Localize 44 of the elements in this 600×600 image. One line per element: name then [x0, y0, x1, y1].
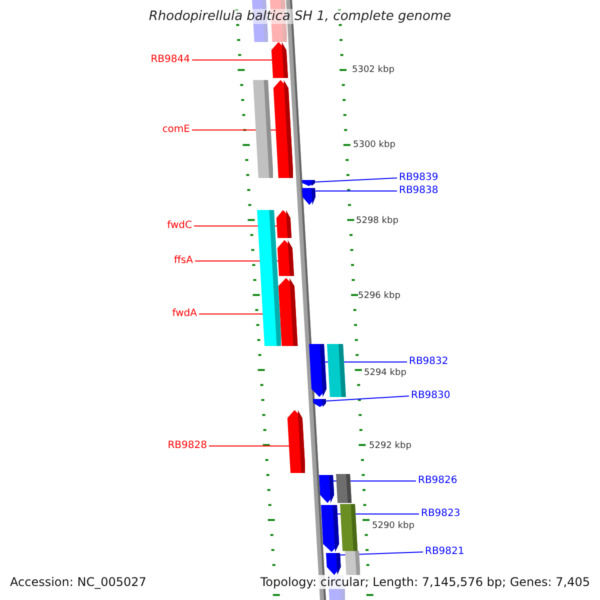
gene-feature — [326, 553, 342, 575]
gene-label: ffsA — [174, 255, 193, 267]
gene-block — [253, 80, 274, 178]
gene-feature — [313, 399, 326, 407]
gene-feature — [276, 210, 292, 238]
footer-text: Topology: circular; Length: 7,145,576 bp; Genes: 7,405 — [260, 575, 590, 589]
leader-line — [314, 190, 398, 192]
gene-feature — [287, 410, 306, 473]
gene-feature — [309, 344, 327, 397]
scale-label: 5302 kbp — [352, 65, 394, 76]
gene-label: RB9844 — [150, 54, 190, 66]
leader-line — [326, 396, 410, 402]
gene-label: RB9826 — [418, 475, 458, 487]
scale-label: 5296 kbp — [358, 291, 400, 302]
gene-feature — [319, 475, 335, 503]
scale-label: 5294 kbp — [364, 368, 406, 379]
gene-label: fwdC — [167, 220, 192, 232]
gene-label: RB9821 — [425, 546, 464, 558]
gene-label: fwdA — [172, 308, 197, 320]
gene-label: comE — [162, 124, 190, 136]
title: Rhodopirellula baltica SH 1, complete genome — [148, 9, 452, 24]
leader-line — [314, 178, 398, 182]
gene-feature — [302, 188, 316, 205]
gene-block — [336, 474, 352, 503]
leader-line — [340, 552, 424, 556]
gene-feature — [271, 42, 288, 78]
gene-label: RB9838 — [399, 185, 438, 197]
footer-text: Accession: NC_005027 — [10, 575, 146, 589]
gene-block — [327, 344, 346, 397]
scale-label: 5298 kbp — [356, 216, 398, 227]
gene-feature — [277, 240, 294, 276]
scale-label: 5300 kbp — [353, 140, 396, 151]
gene-block — [345, 551, 360, 575]
scale-label: 5290 kbp — [372, 521, 414, 532]
scale-label: 5292 kbp — [369, 441, 412, 452]
gene-feature — [302, 180, 316, 186]
gene-label: RB9830 — [411, 390, 450, 402]
gene-label: RB9839 — [399, 172, 438, 184]
gene-label: RB9823 — [421, 508, 460, 520]
gene-label: RB9828 — [168, 440, 207, 452]
gene-feature — [278, 278, 298, 346]
gene-feature — [273, 80, 294, 178]
gene-label: RB9832 — [409, 356, 448, 368]
gene-block — [340, 504, 358, 551]
